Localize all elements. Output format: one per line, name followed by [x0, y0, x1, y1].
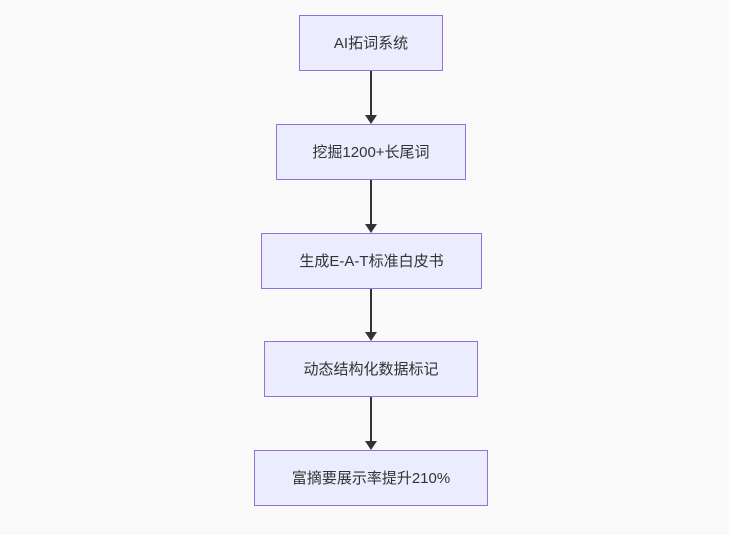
node-label: 挖掘1200+长尾词: [312, 143, 430, 161]
arrow-down-icon: [365, 180, 377, 233]
arrow-down-icon: [365, 71, 377, 124]
arrow-line: [370, 71, 372, 117]
flowchart-node-longtail-mining: 挖掘1200+长尾词: [276, 124, 466, 180]
arrowhead-icon: [365, 115, 377, 124]
arrowhead-icon: [365, 332, 377, 341]
flowchart-node-ai-word-expansion: AI拓词系统: [299, 15, 443, 71]
arrow-down-icon: [365, 397, 377, 450]
arrow-line: [370, 397, 372, 443]
arrowhead-icon: [365, 441, 377, 450]
node-label: 富摘要展示率提升210%: [291, 469, 451, 487]
node-label: 动态结构化数据标记: [303, 360, 439, 378]
arrow-line: [370, 289, 372, 334]
flowchart-node-rich-snippet-result: 富摘要展示率提升210%: [254, 450, 488, 506]
node-label: AI拓词系统: [333, 34, 409, 52]
arrowhead-icon: [365, 224, 377, 233]
arrow-down-icon: [365, 289, 377, 341]
flowchart-node-eat-whitepaper: 生成E-A-T标准白皮书: [261, 233, 482, 289]
arrow-line: [370, 180, 372, 226]
node-label: 生成E-A-T标准白皮书: [299, 252, 444, 270]
flowchart-node-structured-data: 动态结构化数据标记: [264, 341, 478, 397]
